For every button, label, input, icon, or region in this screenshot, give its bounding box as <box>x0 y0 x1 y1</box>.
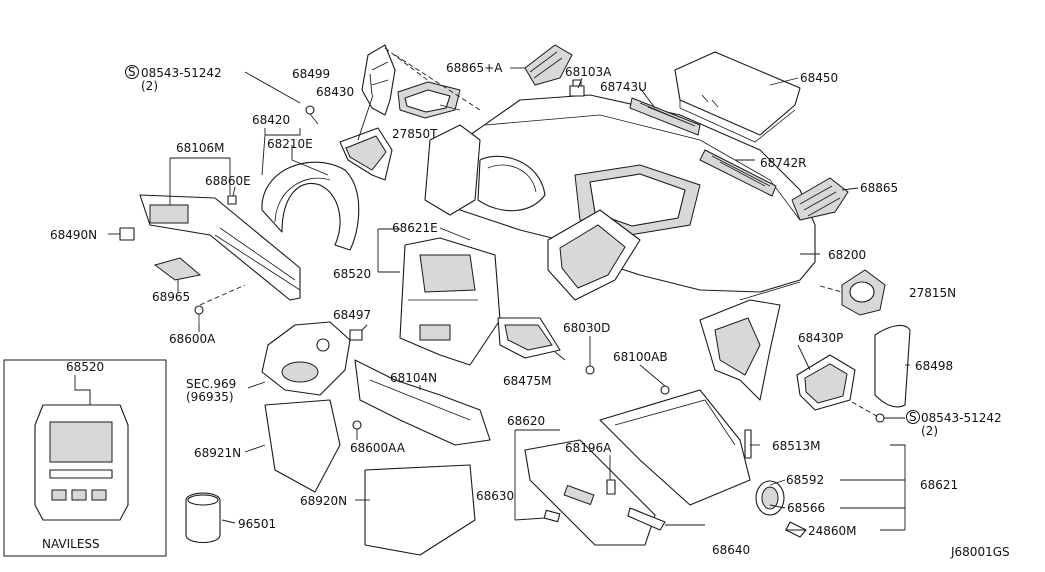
callout-68865A: 68865+A <box>446 61 503 75</box>
panel-68498 <box>874 324 911 408</box>
callout-68921N: 68921N <box>194 446 241 460</box>
callout-68497: 68497 <box>333 308 371 322</box>
diagram-code: J68001GS <box>950 545 1010 559</box>
lid-68450 <box>674 51 801 143</box>
callout-68498: 68498 <box>915 359 953 373</box>
lower-panel-68106M <box>139 194 301 301</box>
callout-labels: S 08543-51242 (2) 68499 68430 68865+A 68… <box>42 61 1010 559</box>
callout-68210E: 68210E <box>267 137 313 151</box>
callout-68103A: 68103A <box>565 65 612 79</box>
callout-68920N: 68920N <box>300 494 347 508</box>
inset-caption: NAVILESS <box>42 537 100 551</box>
screw-68600AA <box>352 420 362 430</box>
callout-68965: 68965 <box>152 290 190 304</box>
callout-68420: 68420 <box>252 113 290 127</box>
callout-68640: 68640 <box>712 543 750 557</box>
callout-27815N: 27815N <box>909 286 956 300</box>
side-vent-68865 <box>791 177 849 221</box>
callout-68499: 68499 <box>292 67 330 81</box>
screw-08543-top <box>305 105 319 125</box>
callout-96501: 96501 <box>238 517 276 531</box>
callout-68600AA: 68600AA <box>350 441 406 455</box>
callout-68430: 68430 <box>316 85 354 99</box>
callout-68104N: 68104N <box>390 371 437 385</box>
callout-68860E: 68860E <box>205 174 251 188</box>
damper-68513M <box>744 429 752 459</box>
side-panel-68921N <box>264 399 341 493</box>
callout-68196A: 68196A <box>565 441 612 455</box>
side-panel-68920N <box>364 464 476 556</box>
callout-68475M: 68475M <box>503 374 552 388</box>
trim-68430P <box>796 354 856 411</box>
clip-68103A <box>569 79 585 97</box>
vent-27815N <box>841 269 886 316</box>
ashtray-96501 <box>185 492 221 544</box>
s-circle-icon <box>125 65 139 79</box>
s-circle-icon <box>906 410 920 424</box>
lock-68592 <box>755 480 785 516</box>
callout-68620: 68620 <box>507 414 545 428</box>
harness-24860M <box>785 521 807 538</box>
callout-sec969: SEC.969 <box>186 377 236 391</box>
callout-27850T: 27850T <box>392 127 438 141</box>
callout-68592: 68592 <box>786 473 824 487</box>
callout-68742R: 68742R <box>760 156 807 170</box>
defroster-grille-68742R <box>699 149 777 197</box>
callout-68630: 68630 <box>476 489 514 503</box>
vent-27850T <box>397 81 461 119</box>
console-finisher <box>261 321 351 396</box>
latch-68640 <box>627 507 666 531</box>
callout-68600A: 68600A <box>169 332 216 346</box>
clip-68630 <box>543 509 561 523</box>
callout-68621E: 68621E <box>392 221 438 235</box>
trim-68430 <box>339 127 393 181</box>
callout-68450: 68450 <box>800 71 838 85</box>
callout-68865: 68865 <box>860 181 898 195</box>
glove-box-lid-68620 <box>524 439 656 546</box>
callout-68200: 68200 <box>828 248 866 262</box>
leader-lines <box>74 47 910 531</box>
callout-68490N: 68490N <box>50 228 97 242</box>
console-68104N <box>354 359 491 446</box>
screw-68100AB <box>660 385 670 395</box>
clip-68497 <box>349 329 363 341</box>
callout-68520: 68520 <box>333 267 371 281</box>
side-vent-68865A <box>524 44 573 86</box>
callout-68430P: 68430P <box>798 331 843 345</box>
s-circle-letter: S <box>909 410 917 424</box>
meter-hood-68420 <box>261 161 360 251</box>
inset-callout-68520: 68520 <box>66 360 104 374</box>
center-cluster-68520 <box>399 237 501 366</box>
callout-68566: 68566 <box>787 501 825 515</box>
screw-68030D <box>585 365 595 375</box>
glove-box-68621 <box>599 389 751 506</box>
screw-68600A <box>194 305 204 324</box>
inset-naviless <box>3 359 167 557</box>
callout-68621: 68621 <box>920 478 958 492</box>
clip-68860E <box>227 195 237 205</box>
callout-68106M: 68106M <box>176 141 225 155</box>
callout-24860M: 24860M <box>808 524 857 538</box>
callout-68513M: 68513M <box>772 439 821 453</box>
callout-08543-bottom: 08543-51242 <box>921 411 1002 425</box>
side-trim-68499 <box>361 44 396 116</box>
clip-68490N <box>119 227 135 241</box>
s-circle-letter: S <box>128 65 136 79</box>
callout-68743U: 68743U <box>600 80 647 94</box>
instrument-panel-68200 <box>424 94 816 401</box>
callout-96935: (96935) <box>186 390 234 404</box>
cover-68965 <box>153 257 202 281</box>
callout-68030D: 68030D <box>563 321 610 335</box>
callout-08543-bottom-qty: (2) <box>921 424 938 438</box>
callout-68100AB: 68100AB <box>613 350 668 364</box>
callout-08543-top-qty: (2) <box>141 79 158 93</box>
callout-08543-top: 08543-51242 <box>141 66 222 80</box>
box-68475M <box>497 317 561 359</box>
defroster-grille-68743U <box>629 97 701 136</box>
clip-68196A <box>606 479 616 495</box>
